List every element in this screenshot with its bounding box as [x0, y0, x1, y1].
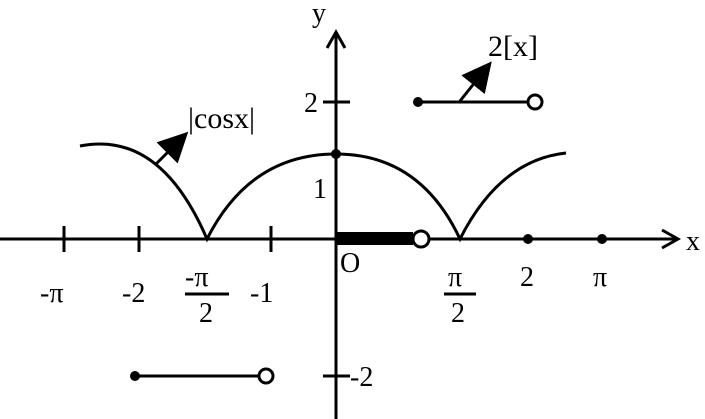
- x-tick-label-num: π: [448, 262, 462, 293]
- x-tick-label: π: [593, 262, 607, 293]
- floor-step-function: [130, 93, 544, 385]
- open-endpoint: [257, 367, 275, 385]
- x-axis-label: x: [686, 226, 700, 257]
- y-axis-arrow-icon: [325, 28, 347, 49]
- origin-label: O: [340, 248, 360, 279]
- y-tick-label: 2: [304, 88, 318, 119]
- x-tick-label: -1: [250, 278, 273, 309]
- x-tick-label: -π: [40, 278, 63, 309]
- open-endpoint: [526, 93, 544, 111]
- x-tick-label-den: 2: [451, 298, 465, 329]
- open-endpoint: [411, 229, 431, 249]
- x-ticks: [62, 226, 607, 252]
- abs-cos-label: |cosx|: [188, 102, 255, 135]
- abs-cos-curve: [79, 142, 567, 243]
- x-tick-label-den: 2: [199, 298, 213, 329]
- x-point: [523, 234, 533, 244]
- x-tick-label: -2: [122, 278, 145, 309]
- y-tick-label: -2: [350, 362, 373, 393]
- abs-cos-pointer-arrow-icon: [153, 131, 189, 167]
- x-tick-label: 2: [520, 262, 534, 293]
- step-segment-zero: [336, 232, 413, 245]
- y-tick-label: 1: [313, 174, 327, 205]
- floor-pointer-arrow-icon: [458, 61, 492, 102]
- floor-label: 2[x]: [488, 30, 538, 63]
- x-tick-label-num: -π: [185, 262, 208, 293]
- closed-endpoint: [413, 97, 423, 107]
- y-axis-label: y: [312, 0, 326, 29]
- closed-endpoint: [130, 371, 140, 381]
- x-axis-arrow-icon: [661, 228, 682, 250]
- x-point: [597, 234, 607, 244]
